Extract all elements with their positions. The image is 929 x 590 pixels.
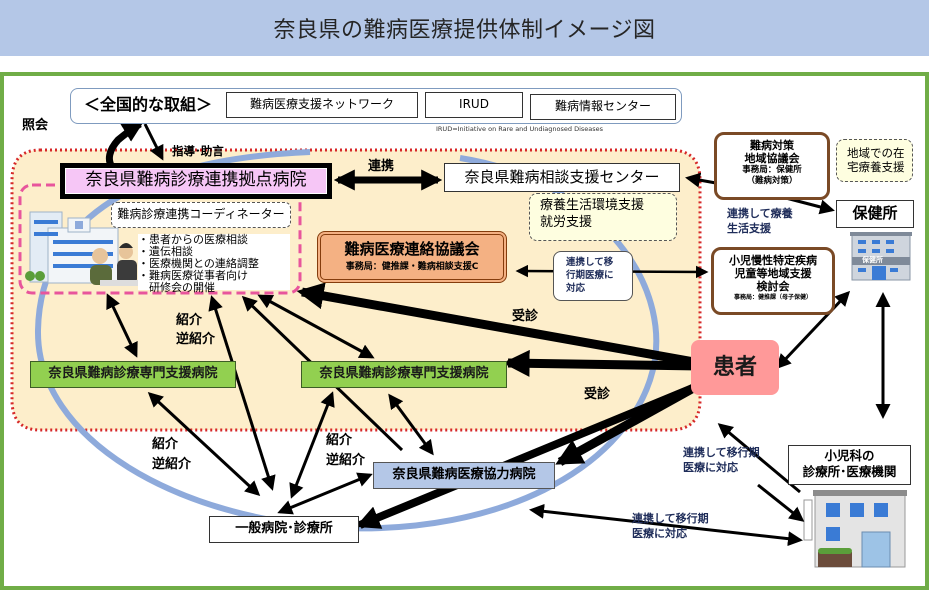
arrow-hub-support-right bbox=[257, 294, 375, 359]
label-transition-1-line1: 連携して移行期 bbox=[683, 446, 760, 459]
transition-note: 連携して移 行期医療に 対応 bbox=[553, 251, 633, 301]
support-hospital-right: 奈良県難病診療専門支援病院 bbox=[301, 361, 507, 388]
pediatric-council-line: 検討会 bbox=[756, 280, 790, 294]
life-support-note: 療養生活環境支援 就労支援 bbox=[529, 193, 677, 241]
arrow-supportleft-general bbox=[147, 391, 261, 497]
pediatric-clinic-illustration bbox=[803, 490, 907, 568]
national-item-irud: IRUD bbox=[425, 92, 523, 118]
label-referral-2: 紹介 bbox=[152, 437, 179, 452]
label-reverse-referral-1: 逆紹介 bbox=[176, 332, 216, 347]
national-heading: ＜全国的な取組＞ bbox=[84, 95, 213, 114]
label-reverse-referral-3: 逆紹介 bbox=[326, 453, 366, 468]
council-secretariat: 事務局：健推課・難病相談支援C bbox=[345, 262, 479, 272]
arrow-hub-support-left bbox=[106, 293, 138, 358]
transition-line: 行期医療に bbox=[566, 269, 614, 281]
arrow-guidance bbox=[143, 123, 164, 161]
consult-center: 奈良県難病相談支援センター bbox=[444, 163, 680, 192]
pediatric-council-line: 小児慢性特定疾病 bbox=[729, 254, 817, 267]
health-center-sign: 保健所 bbox=[862, 256, 883, 264]
label-reverse-referral-2: 逆紹介 bbox=[152, 457, 192, 472]
arrow-transition-upper bbox=[757, 483, 805, 522]
pediatric-clinic: 小児科の 診療所･医療機関 bbox=[788, 445, 911, 485]
arrow-supportright-coop bbox=[388, 393, 434, 456]
label-transition-1-line2: 医療に対応 bbox=[683, 461, 738, 474]
label-transition-2-line1: 連携して移行期 bbox=[632, 512, 709, 525]
coordinator-title: 難病診療連携コーディネーター bbox=[111, 202, 291, 228]
label-coop-care-support-2: 生活支援 bbox=[727, 222, 771, 235]
home-care-line: 地域での在 bbox=[847, 146, 905, 160]
support-hospital-left: 奈良県難病診療専門支援病院 bbox=[30, 361, 236, 388]
label-inquiry: 照会 bbox=[22, 118, 49, 133]
arrow-patient-to-general bbox=[355, 381, 702, 529]
home-care-line: 宅療養支援 bbox=[847, 160, 905, 175]
pediatric-clinic-line: 診療所･医療機関 bbox=[802, 464, 897, 480]
label-cooperation: 連携 bbox=[368, 159, 395, 174]
label-coop-care-support-1: 連携して療養 bbox=[727, 207, 793, 220]
irud-footnote: IRUD=Initiative on Rare and Undiagnosed … bbox=[436, 125, 604, 133]
regional-council-line: 事務局：保健所 bbox=[742, 165, 802, 176]
hub-hospital-label: 奈良県難病診療連携拠点病院 bbox=[65, 168, 327, 194]
hospital-illustration bbox=[25, 211, 140, 286]
regional-council-line: 地域協議会 bbox=[744, 152, 800, 166]
pediatric-council-secretariat: 事務局：健推課（母子保健） bbox=[733, 293, 812, 301]
home-care-note: 地域での在 宅療養支援 bbox=[836, 139, 913, 182]
patient-box: 患者 bbox=[691, 340, 779, 395]
label-referral-3: 紹介 bbox=[326, 433, 353, 448]
arrow-coop-general bbox=[277, 472, 373, 515]
title-bar: 奈良県の難病医療提供体制イメージ図 bbox=[0, 0, 929, 56]
coop-hospital: 奈良県難病医療協力病院 bbox=[373, 462, 555, 489]
health-center-illustration bbox=[850, 232, 912, 281]
arrow-patient-pediatric bbox=[717, 423, 801, 494]
life-support-item: 療養生活環境支援 bbox=[540, 198, 645, 213]
health-center: 保健所 bbox=[836, 200, 914, 228]
general-clinic: 一般病院･診療所 bbox=[209, 516, 359, 543]
hub-hospital: 奈良県難病診療連携拠点病院 bbox=[60, 163, 332, 199]
arrow-patient-to-support bbox=[502, 349, 701, 377]
label-transition-2-line2: 医療に対応 bbox=[632, 527, 687, 540]
arrow-transition-lower bbox=[529, 503, 803, 547]
label-visit-1: 受診 bbox=[512, 309, 539, 324]
arrow-patient-health bbox=[775, 290, 851, 370]
coordinator-duties: ・患者からの医療相談 ・遺伝相談 ・医療機関との連絡調整 ・難病医療従事者向け … bbox=[138, 233, 290, 293]
page-title: 奈良県の難病医療提供体制イメージ図 bbox=[273, 18, 656, 43]
life-support-item: 就労支援 bbox=[540, 214, 593, 230]
national-item-info-center: 難病情報センター bbox=[530, 94, 676, 120]
pediatric-clinic-line: 小児科の bbox=[824, 448, 875, 463]
council-name: 難病医療連絡協議会 bbox=[344, 240, 480, 258]
duty-item: ・患者からの医療相談 bbox=[138, 233, 248, 246]
pediatric-council-line: 児童等地域支援 bbox=[734, 267, 812, 281]
duty-item: ・遺伝相談 bbox=[138, 244, 193, 258]
regional-council-line: （難病対策） bbox=[746, 175, 798, 186]
transition-line: 対応 bbox=[566, 282, 586, 294]
pediatric-council: 小児慢性特定疾病 児童等地域支援 検討会 事務局：健推課（母子保健） bbox=[711, 247, 835, 315]
label-referral-1: 紹介 bbox=[176, 313, 203, 328]
label-visit-2: 受診 bbox=[584, 387, 611, 402]
national-item-network: 難病医療支援ネットワーク bbox=[226, 92, 418, 118]
duty-item: ・医療機関との連絡調整 bbox=[138, 256, 259, 270]
regional-council: 難病対策 地域協議会 事務局：保健所 （難病対策） bbox=[714, 132, 830, 200]
regional-council-line: 難病対策 bbox=[750, 139, 794, 152]
duty-item: ・難病医療従事者向け bbox=[138, 268, 248, 282]
transition-line: 連携して移 bbox=[566, 257, 614, 268]
label-guidance: 指導･助言 bbox=[172, 144, 224, 158]
arrow-council-to-center bbox=[685, 172, 717, 188]
duty-item: 研修会の開催 bbox=[138, 280, 215, 294]
medical-council: 難病医療連絡協議会 事務局：健推課・難病相談支援C bbox=[317, 231, 507, 283]
